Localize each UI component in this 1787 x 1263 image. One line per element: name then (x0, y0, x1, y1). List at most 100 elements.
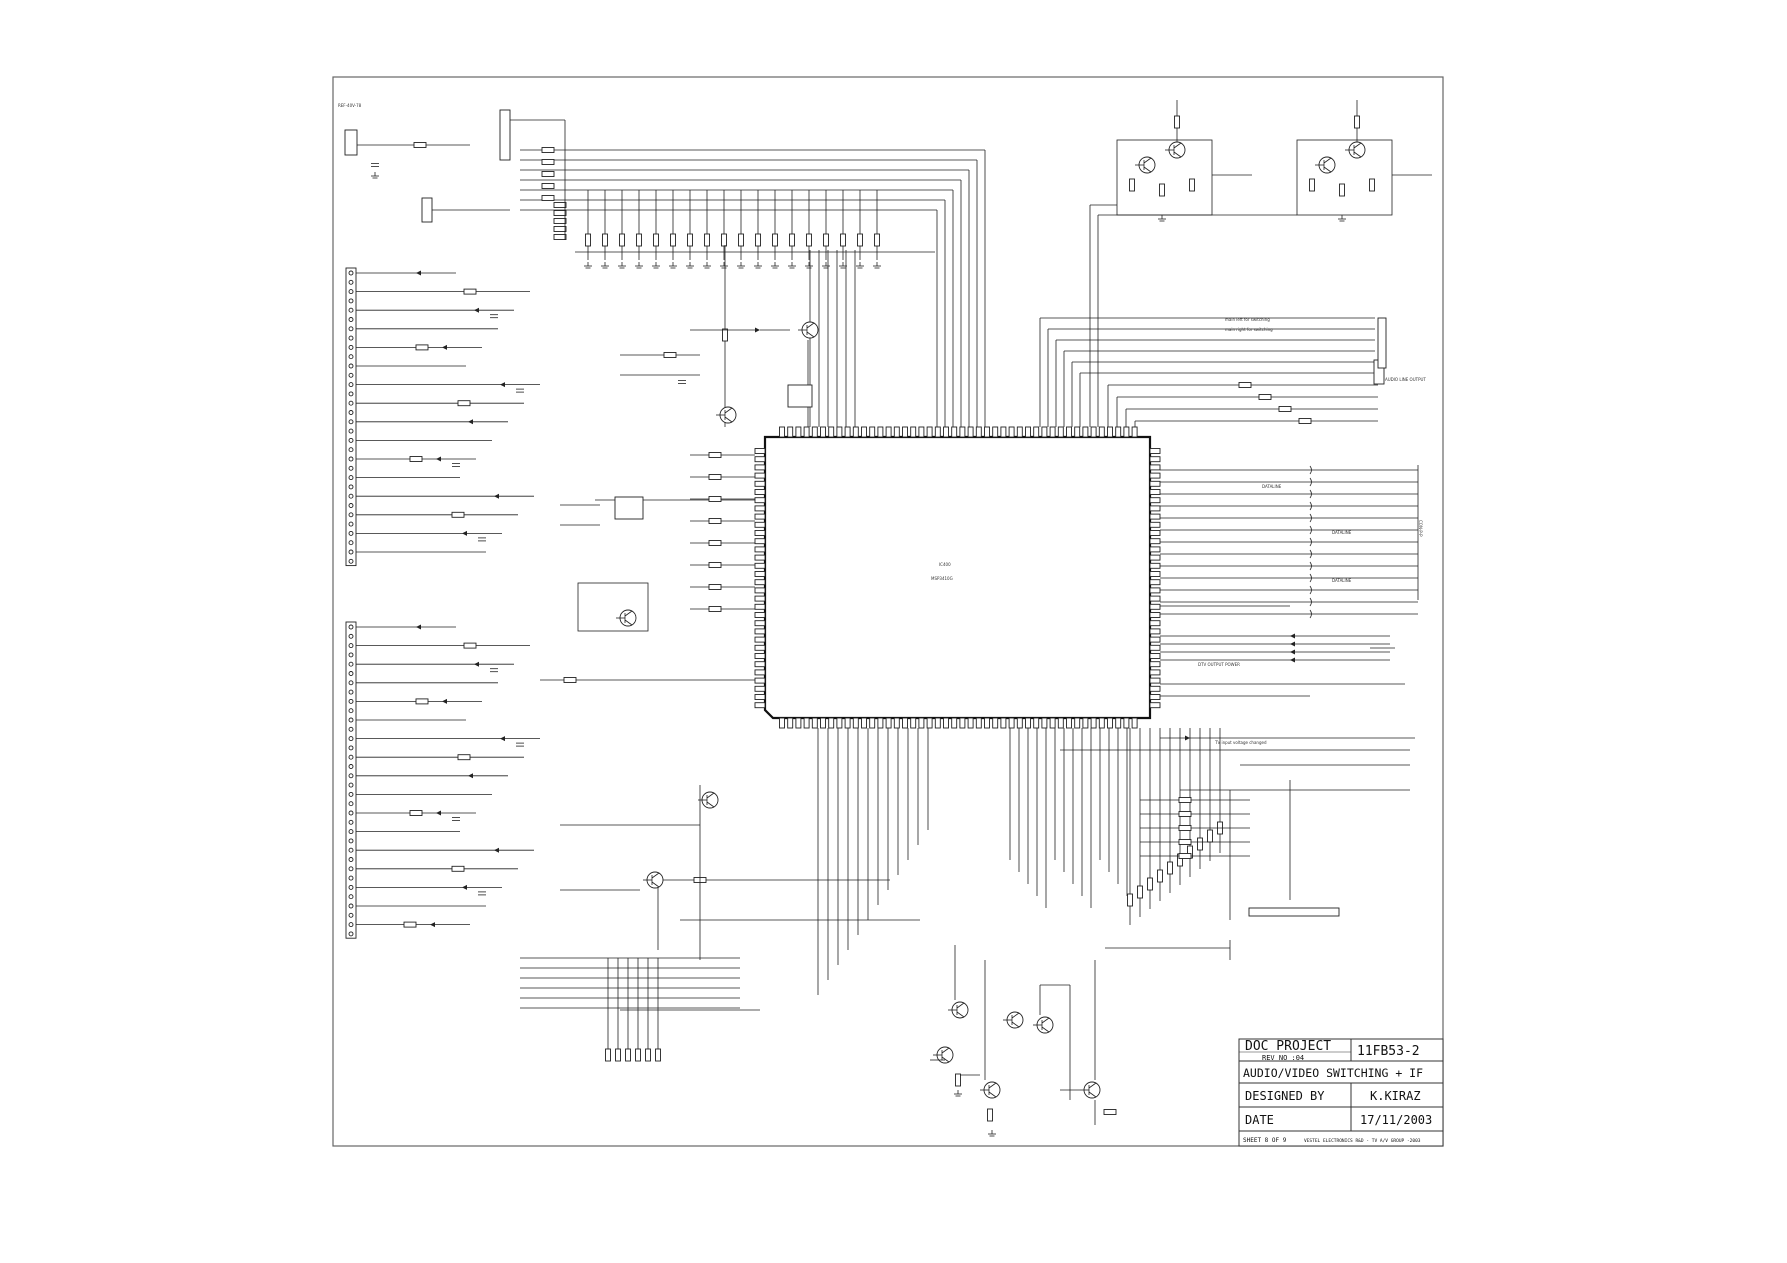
connector-pin (348, 289, 354, 295)
ic-pin (754, 669, 766, 676)
resistor (645, 1048, 651, 1062)
transistor-icon (933, 1046, 954, 1064)
resistor (653, 233, 659, 247)
ic-pin (754, 653, 766, 659)
transistor-emitter (1088, 1091, 1097, 1098)
ic-pin (926, 717, 933, 729)
ic-pin (1149, 538, 1161, 545)
ic-pin (754, 595, 766, 602)
ic-pin (1082, 426, 1089, 438)
label-tv-input: TV input voltage changed (1214, 740, 1267, 745)
transistor-emitter (706, 801, 715, 808)
connector-pin (348, 912, 354, 918)
tb-designed-by-value: K.KIRAZ (1370, 1089, 1421, 1103)
resistor (457, 400, 471, 407)
ic-pin (1149, 612, 1161, 618)
ic-pin (754, 702, 766, 709)
transistor-emitter (806, 331, 815, 338)
ground-icon (371, 172, 379, 179)
ic-pin (1149, 669, 1161, 676)
arrow-left-icon (442, 344, 447, 350)
arrow-left-icon (1290, 657, 1295, 663)
connector-pin (348, 484, 354, 490)
transistor-collector (724, 407, 733, 414)
ic-pin (787, 717, 794, 729)
transistor-icon (616, 609, 637, 627)
resistor (409, 810, 423, 816)
connector-pin (348, 717, 354, 723)
transistor-icon (948, 1001, 969, 1019)
ic-pin (984, 426, 990, 438)
resistor (553, 218, 567, 224)
ic-pin (1149, 653, 1161, 659)
connector-pin (348, 801, 354, 807)
resistor (1258, 394, 1272, 400)
ic-pin (1115, 426, 1122, 438)
resistor (806, 233, 812, 247)
ic-pin (861, 426, 867, 438)
transistor-icon (1315, 156, 1336, 174)
ic-pin (1115, 717, 1122, 729)
ground-icon (703, 262, 711, 269)
ground-icon (669, 262, 677, 269)
resistor (1278, 406, 1292, 412)
ic-pin (934, 717, 941, 729)
transistor-icon (1165, 141, 1186, 159)
resistor (1309, 178, 1315, 192)
ic-pin (754, 554, 766, 561)
label-main-left: main left for switching (1225, 317, 1270, 322)
capacitor (490, 314, 498, 319)
resistor (755, 233, 761, 247)
resistor (1178, 839, 1192, 845)
transistor-collector (624, 610, 633, 617)
resistor (409, 456, 423, 462)
resistor (1354, 115, 1360, 129)
tb-designed-by-label: DESIGNED BY (1245, 1089, 1325, 1103)
transistor-collector (956, 1002, 965, 1009)
connector-pin (348, 549, 354, 555)
ic-pin (1082, 717, 1089, 729)
transistor-emitter (956, 1011, 965, 1018)
connector-pin (348, 530, 354, 536)
connector-pin (348, 419, 354, 425)
arrow-left-icon (436, 810, 441, 816)
ic-pin (754, 472, 766, 479)
break-mark-icon (1309, 525, 1312, 535)
ic-pin (1090, 426, 1097, 438)
label-right-connector: CON-P-P (1418, 520, 1423, 537)
ic-pin (1041, 717, 1048, 729)
ic-pin (1149, 677, 1161, 684)
transistor-icon (1003, 1011, 1024, 1029)
transistor-icon (716, 406, 737, 424)
arrow-right-icon (1185, 735, 1190, 741)
ic-pin (992, 717, 999, 729)
ic-pin (893, 426, 900, 438)
ic-pin (1057, 717, 1064, 729)
ground-icon (954, 1090, 962, 1097)
ground-icon (771, 262, 779, 269)
arrow-left-icon (416, 270, 421, 276)
ic-pin (902, 717, 908, 729)
ic-pin (1149, 554, 1161, 561)
transistor-collector (1041, 1017, 1050, 1024)
ic-pin (893, 717, 900, 729)
connector-strip (344, 129, 358, 156)
transistor-collector (1011, 1012, 1020, 1019)
ic-pin (1131, 717, 1138, 729)
ic-pin (1025, 717, 1031, 729)
resistor (541, 183, 555, 189)
ic-pin (1149, 644, 1161, 651)
transistor-emitter (1011, 1021, 1020, 1028)
ground-icon (686, 262, 694, 269)
connector-pin (348, 382, 354, 388)
ic-pin (885, 717, 892, 729)
connector-pin (348, 754, 354, 760)
ic-pin (754, 448, 766, 454)
ground-icon (856, 262, 864, 269)
right-dataline-area (1160, 465, 1419, 697)
arrow-left-icon (468, 773, 473, 779)
capacitor (516, 388, 524, 393)
ic-pin (811, 426, 818, 438)
resistor (722, 328, 728, 342)
resistor (663, 352, 677, 358)
